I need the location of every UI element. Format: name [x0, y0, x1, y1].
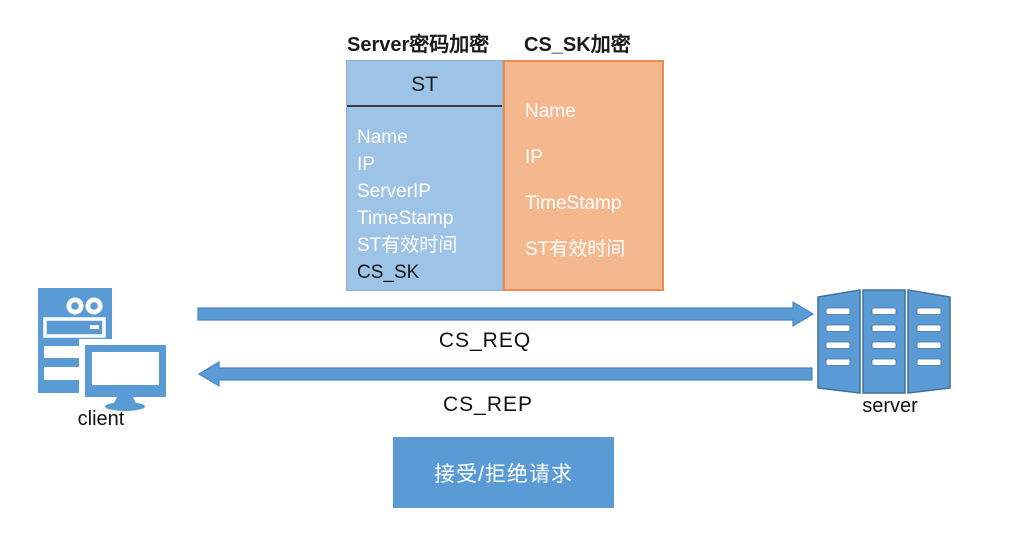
st-field-name: Name: [357, 127, 408, 148]
request-arrow: [197, 300, 815, 328]
decision-box-label: 接受/拒绝请求: [434, 462, 573, 486]
st-field-cs-sk: CS_SK: [357, 262, 420, 283]
st-field-ip: IP: [357, 154, 375, 175]
st-ticket-box: ST Name IP ServerIP TimeStamp ST有效时间 CS_…: [346, 60, 503, 291]
decision-box: 接受/拒绝请求: [393, 437, 614, 508]
st-ticket-fields: Name IP ServerIP TimeStamp ST有效时间 CS_SK: [347, 124, 502, 286]
sk-field-name: Name: [525, 101, 576, 122]
server-label: server: [862, 395, 918, 417]
client-computer-icon: [38, 288, 172, 411]
st-box-title: Server密码加密: [347, 34, 490, 56]
st-field-timestamp: TimeStamp: [357, 208, 454, 229]
reply-arrow: [197, 360, 813, 388]
st-field-serverip: ServerIP: [357, 181, 431, 202]
sk-field-timestamp: TimeStamp: [525, 193, 622, 214]
sk-box-title: CS_SK加密: [524, 34, 631, 56]
request-arrow-label: CS_REQ: [438, 329, 532, 352]
sk-field-ip: IP: [525, 147, 543, 168]
sk-ticket-box: Name IP TimeStamp ST有效时间: [503, 60, 664, 291]
st-ticket-header: ST: [347, 61, 502, 107]
server-rack-icon: [817, 289, 951, 394]
sk-ticket-fields: Name IP TimeStamp ST有效时间: [505, 89, 662, 273]
sk-field-validity: ST有效时间: [525, 239, 626, 260]
client-label: client: [77, 408, 125, 430]
reply-arrow-label: CS_REP: [442, 393, 534, 416]
st-field-validity: ST有效时间: [357, 235, 458, 256]
